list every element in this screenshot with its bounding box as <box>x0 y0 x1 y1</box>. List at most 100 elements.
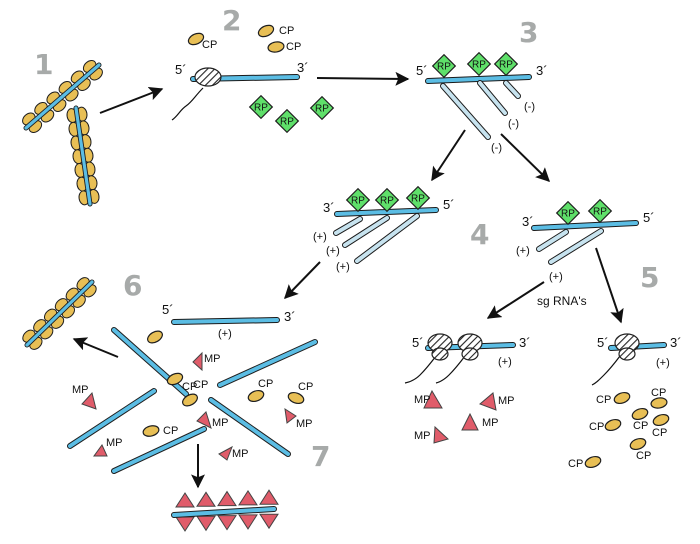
ribosome <box>194 67 222 87</box>
mp-label: MP <box>482 417 499 429</box>
progeny-rna <box>112 427 206 473</box>
step-number-3: 3 <box>519 16 538 49</box>
cp-label: CP <box>589 421 604 433</box>
template-rna-minus <box>532 221 638 230</box>
mp-label: MP <box>212 417 229 429</box>
mp-label: MP <box>414 430 431 442</box>
arrow-3-to-4-subgenomic <box>500 133 551 182</box>
replicase-protein: RP <box>466 51 492 77</box>
cp-label: CP <box>298 381 313 393</box>
template-rna-plus <box>426 75 531 83</box>
virion-rna <box>25 280 94 347</box>
rp-label: RP <box>380 196 394 207</box>
cp-label: CP <box>163 425 178 437</box>
arrow-1-to-2 <box>99 87 164 114</box>
movement-protein <box>196 411 212 429</box>
three-prime-label: 3´ <box>670 335 682 350</box>
nascent-protein-chain <box>435 355 466 384</box>
virion-rna <box>24 63 101 130</box>
coat-protein <box>584 455 602 469</box>
virion-rna <box>74 106 92 206</box>
replicase-protein: RP <box>493 51 519 77</box>
plus-label: (+) <box>313 231 327 243</box>
mp-label: MP <box>296 418 313 430</box>
movement-protein <box>196 491 216 507</box>
replicase-protein: RP <box>345 187 371 213</box>
progeny-rna-plus <box>172 318 279 324</box>
plus-label: (+) <box>516 245 530 257</box>
movement-protein <box>217 515 237 531</box>
movement-protein <box>196 515 216 532</box>
movement-protein <box>218 445 233 461</box>
progeny-rna <box>209 398 290 456</box>
plus-label: (+) <box>498 356 512 368</box>
replicase-protein: RP <box>555 200 581 226</box>
replicase-protein: RP <box>374 187 400 213</box>
step-number-5: 5 <box>640 261 659 294</box>
step-number-1: 1 <box>34 48 53 81</box>
cp-label: CP <box>596 394 611 406</box>
movement-protein <box>479 392 497 411</box>
progeny-rna <box>68 389 156 448</box>
three-prime-label: 3´ <box>297 60 309 75</box>
coat-protein <box>652 413 670 427</box>
coat-protein <box>629 437 647 451</box>
complex-rna <box>172 507 276 517</box>
step-numbers: 1 2 3 4 5 6 7 <box>34 4 659 473</box>
sg-rnas-label: sg RNA's <box>537 294 587 308</box>
arrows <box>72 71 624 489</box>
plus-strand-3 <box>355 214 419 263</box>
movement-protein <box>423 389 443 409</box>
sg-rna-strand-1 <box>537 230 568 251</box>
replicase-protein: RP <box>274 108 300 134</box>
arrow-sg-to-cp <box>595 247 624 324</box>
five-prime-label: 5´ <box>443 197 455 212</box>
movement-protein <box>284 407 297 424</box>
cp-label: CP <box>258 378 273 390</box>
replicase-protein: RP <box>431 53 457 79</box>
rp-label: RP <box>561 209 575 220</box>
five-prime-label: 5´ <box>162 302 174 317</box>
arrow-3-to-4-genomic <box>431 129 466 182</box>
movement-protein <box>175 516 195 532</box>
step-number-2: 2 <box>222 4 241 37</box>
coat-protein <box>147 330 163 344</box>
plus-label: (+) <box>336 261 350 273</box>
five-prime-label: 5´ <box>175 62 187 77</box>
arrow-to-virion <box>72 337 119 358</box>
cp-label: CP <box>279 25 294 37</box>
cp-label: CP <box>651 387 666 399</box>
mp-label: MP <box>72 384 89 396</box>
three-prime-label: 3´ <box>519 335 531 350</box>
minus-label: (-) <box>508 118 519 130</box>
minus-strand-3 <box>504 81 520 98</box>
movement-protein <box>192 351 203 372</box>
cp-label: CP <box>182 381 197 393</box>
arrow-2-to-3 <box>316 71 410 86</box>
plus-label: (+) <box>326 245 340 257</box>
stage-1-virions <box>22 60 103 207</box>
coat-protein <box>631 407 649 421</box>
mp-label: MP <box>232 448 249 460</box>
coat-protein <box>142 425 160 437</box>
minus-label: (-) <box>524 101 535 113</box>
coat-protein <box>247 389 265 403</box>
ribosome-small-subunit <box>431 347 449 361</box>
progeny-rna <box>218 340 317 387</box>
movement-protein <box>433 425 449 444</box>
nascent-protein-chain <box>171 87 204 121</box>
mp-label: MP <box>106 437 123 449</box>
assembled-virion <box>22 277 97 350</box>
rp-label: RP <box>472 60 486 71</box>
coat-protein <box>182 393 198 407</box>
coat-protein <box>187 32 205 46</box>
plus-label: (+) <box>218 328 232 340</box>
movement-protein <box>259 489 279 505</box>
